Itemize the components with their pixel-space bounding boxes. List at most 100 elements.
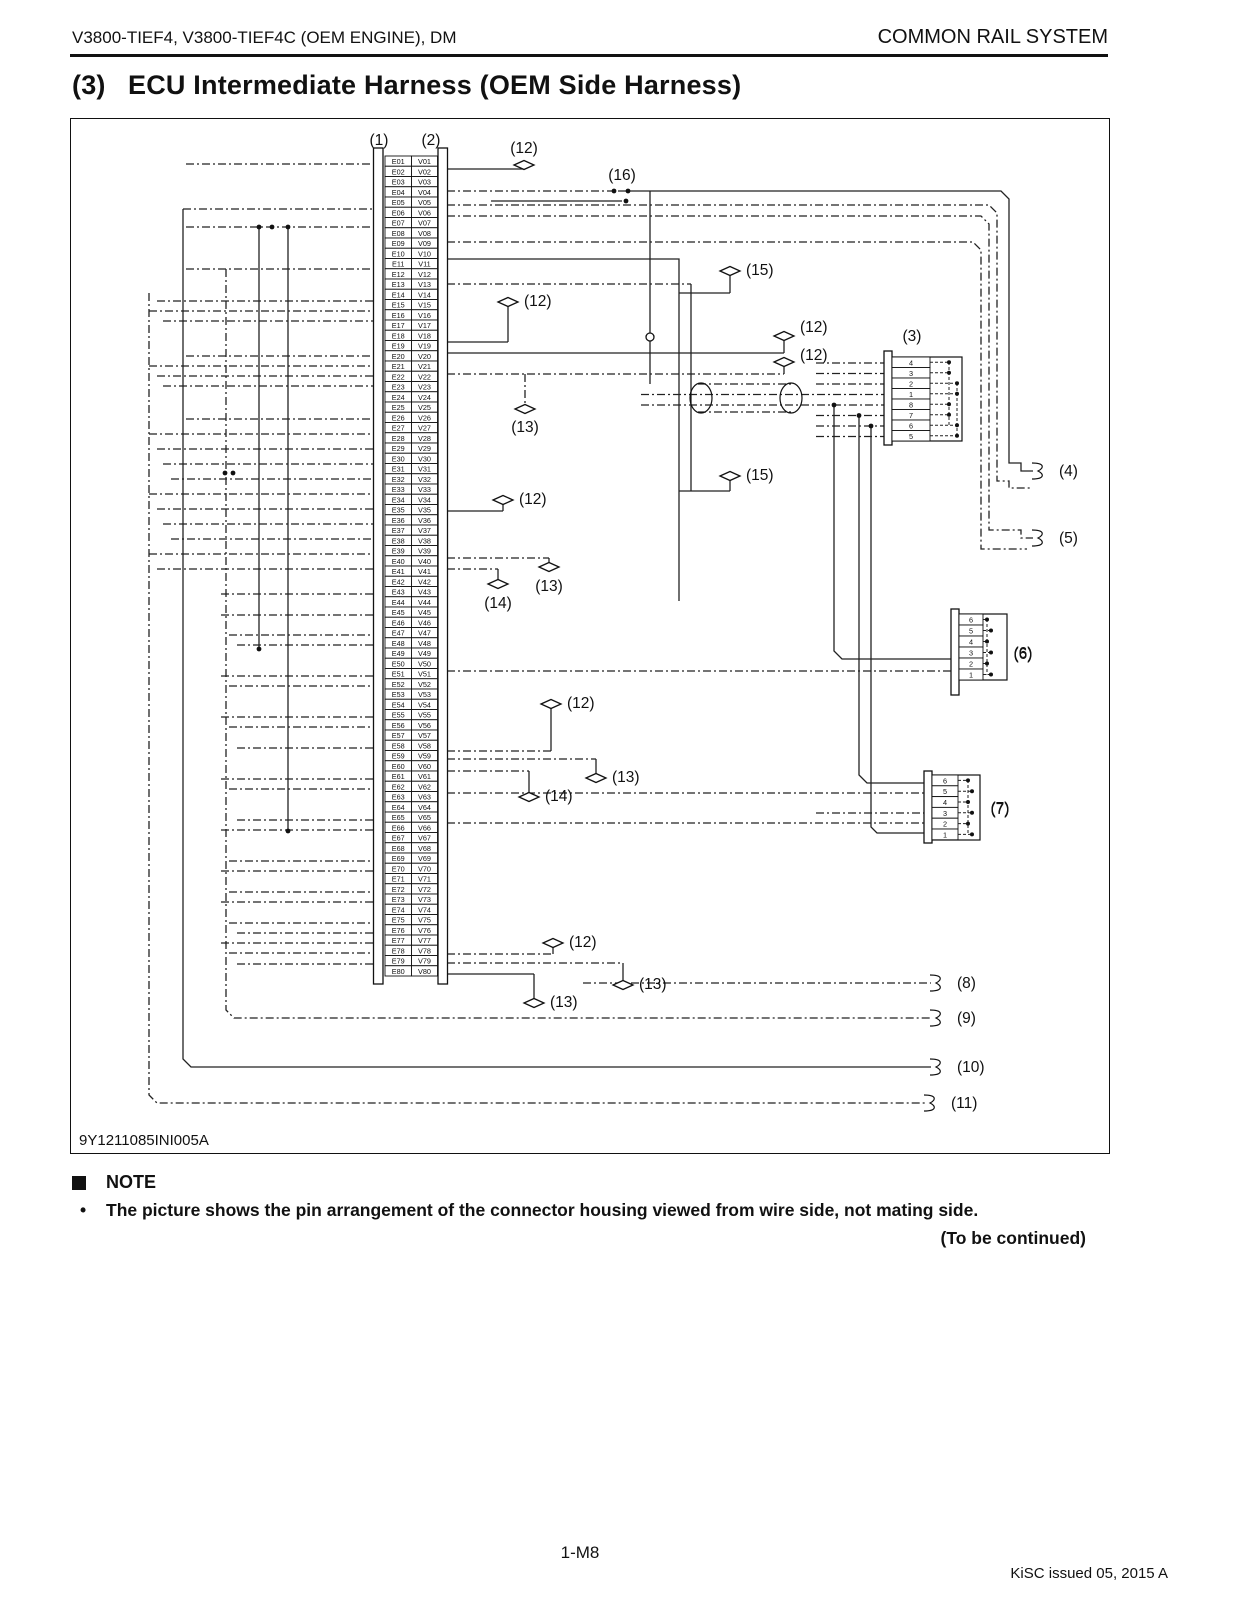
- svg-text:1: 1: [909, 390, 913, 399]
- svg-text:V76: V76: [418, 926, 431, 935]
- svg-text:V65: V65: [418, 813, 431, 822]
- svg-text:(9): (9): [957, 1010, 976, 1027]
- svg-text:V42: V42: [418, 577, 431, 586]
- svg-text:E75: E75: [392, 916, 405, 925]
- svg-text:E21: E21: [392, 362, 405, 371]
- svg-text:V03: V03: [418, 178, 431, 187]
- svg-text:E63: E63: [392, 793, 405, 802]
- svg-text:E06: E06: [392, 208, 405, 217]
- svg-text:V25: V25: [418, 403, 431, 412]
- svg-text:E29: E29: [392, 444, 405, 453]
- svg-text:V01: V01: [418, 157, 431, 166]
- svg-text:(3): (3): [903, 328, 922, 345]
- svg-text:(12): (12): [569, 934, 597, 951]
- svg-text:V02: V02: [418, 167, 431, 176]
- svg-text:V78: V78: [418, 946, 431, 955]
- svg-text:V56: V56: [418, 721, 431, 730]
- svg-text:E46: E46: [392, 618, 405, 627]
- callouts: (1)(2)(12)(16)(15)(12)(12)(12)(13)(15)(4…: [370, 132, 1078, 1112]
- svg-text:(12): (12): [510, 140, 538, 157]
- svg-text:V73: V73: [418, 895, 431, 904]
- svg-text:(13): (13): [535, 578, 563, 595]
- svg-text:V35: V35: [418, 506, 431, 515]
- wires: [148, 163, 1033, 1104]
- svg-text:E08: E08: [392, 229, 405, 238]
- continued-note: (To be continued): [940, 1228, 1087, 1248]
- svg-text:V60: V60: [418, 762, 431, 771]
- svg-text:E33: E33: [392, 485, 405, 494]
- svg-text:E53: E53: [392, 690, 405, 699]
- svg-text:(13): (13): [511, 419, 539, 436]
- svg-text:3: 3: [943, 809, 947, 818]
- svg-text:V74: V74: [418, 905, 431, 914]
- svg-text:E34: E34: [392, 495, 405, 504]
- svg-text:V70: V70: [418, 864, 431, 873]
- svg-text:E45: E45: [392, 608, 405, 617]
- svg-text:E37: E37: [392, 526, 405, 535]
- svg-text:V71: V71: [418, 875, 431, 884]
- svg-text:V69: V69: [418, 854, 431, 863]
- header-left: V3800-TIEF4, V3800-TIEF4C (OEM ENGINE), …: [72, 28, 457, 47]
- svg-text:E32: E32: [392, 475, 405, 484]
- svg-text:V17: V17: [418, 321, 431, 330]
- svg-text:V07: V07: [418, 219, 431, 228]
- svg-text:E01: E01: [392, 157, 405, 166]
- svg-text:V34: V34: [418, 495, 431, 504]
- svg-text:V14: V14: [418, 290, 431, 299]
- svg-text:8: 8: [909, 400, 913, 409]
- svg-text:V79: V79: [418, 957, 431, 966]
- svg-text:V80: V80: [418, 967, 431, 976]
- svg-text:E47: E47: [392, 629, 405, 638]
- svg-text:V68: V68: [418, 844, 431, 853]
- svg-text:E14: E14: [392, 290, 405, 299]
- svg-text:E79: E79: [392, 957, 405, 966]
- svg-text:E20: E20: [392, 352, 405, 361]
- svg-text:E44: E44: [392, 598, 405, 607]
- svg-text:E58: E58: [392, 741, 405, 750]
- svg-text:(13): (13): [639, 976, 667, 993]
- svg-text:E36: E36: [392, 516, 405, 525]
- header-rule: [70, 54, 1108, 57]
- svg-text:(12): (12): [519, 491, 547, 508]
- svg-text:E49: E49: [392, 649, 405, 658]
- svg-text:V30: V30: [418, 454, 431, 463]
- svg-text:(11): (11): [951, 1095, 977, 1112]
- svg-text:E30: E30: [392, 454, 405, 463]
- svg-text:E42: E42: [392, 577, 405, 586]
- svg-text:V26: V26: [418, 413, 431, 422]
- svg-text:V63: V63: [418, 793, 431, 802]
- svg-text:1: 1: [969, 671, 973, 680]
- svg-text:V13: V13: [418, 280, 431, 289]
- bullet-icon: •: [80, 1200, 87, 1220]
- svg-text:V23: V23: [418, 383, 431, 392]
- svg-text:E15: E15: [392, 301, 405, 310]
- svg-text:E25: E25: [392, 403, 405, 412]
- svg-text:E70: E70: [392, 864, 405, 873]
- svg-text:E04: E04: [392, 188, 405, 197]
- svg-text:V28: V28: [418, 434, 431, 443]
- svg-text:V12: V12: [418, 270, 431, 279]
- note-bullet-text: The picture shows the pin arrangement of…: [106, 1200, 979, 1220]
- svg-text:E12: E12: [392, 270, 405, 279]
- svg-text:E35: E35: [392, 506, 405, 515]
- junction-dots: [222, 188, 874, 834]
- svg-text:E66: E66: [392, 823, 405, 832]
- svg-text:V58: V58: [418, 741, 431, 750]
- svg-text:V38: V38: [418, 536, 431, 545]
- svg-text:E64: E64: [392, 803, 405, 812]
- svg-text:E55: E55: [392, 711, 405, 720]
- svg-text:V16: V16: [418, 311, 431, 320]
- svg-text:V57: V57: [418, 731, 431, 740]
- svg-text:5: 5: [909, 432, 913, 441]
- svg-text:E18: E18: [392, 331, 405, 340]
- svg-text:6: 6: [909, 421, 913, 430]
- svg-text:E38: E38: [392, 536, 405, 545]
- svg-text:3: 3: [909, 369, 913, 378]
- figure-code: 9Y1211085INI005A: [79, 1132, 209, 1149]
